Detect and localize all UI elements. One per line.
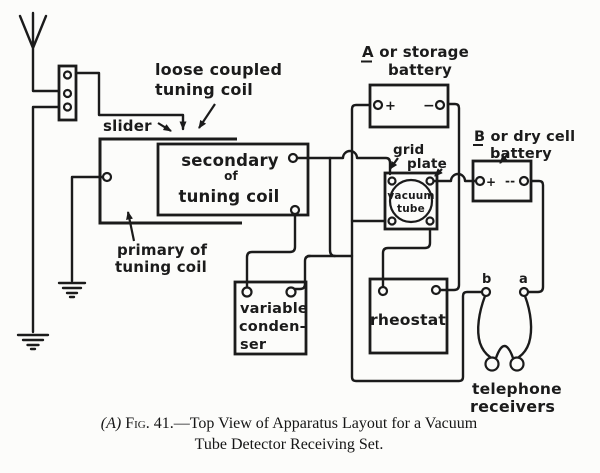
- grid-arrow-icon: [389, 157, 399, 170]
- slider-arrow-icon: [157, 122, 172, 132]
- phone-headband-arch: [494, 344, 515, 360]
- b-minus-to-phones-wire: [526, 179, 545, 294]
- a-battery-label-2: battery: [388, 61, 452, 79]
- a-battery-terminal-minus: [434, 99, 446, 111]
- telephone-label-2: receivers: [470, 397, 555, 416]
- b-plus-sign: +: [486, 175, 496, 189]
- b-battery-arrow-icon: [499, 153, 509, 164]
- loose-coupled-label-2: tuning coil: [155, 80, 253, 99]
- a-minus-to-rheostat-wire: [438, 102, 461, 292]
- secondary-label-1: secondary: [181, 151, 279, 170]
- vacuum-tube-label-1: vacuum: [387, 190, 434, 202]
- b-minus-sign: --: [505, 174, 515, 188]
- vacuum-tube-bulb: [388, 178, 434, 224]
- condenser-terminal-left: [241, 286, 253, 298]
- phone-terminal-a-post: [518, 286, 530, 298]
- aerial-to-slider-wire: [74, 71, 187, 131]
- secondary-terminal-top: [287, 152, 299, 164]
- caption-fig-label: Fig. 41.: [125, 415, 174, 432]
- primary-terminal: [101, 171, 113, 183]
- secondary-coil-box: [156, 142, 310, 217]
- primary-coil-outline: [98, 137, 242, 225]
- plate-label: plate: [407, 156, 447, 172]
- condenser-label-2: conden-: [239, 319, 306, 335]
- phone-terminal-b-label: b: [482, 272, 492, 287]
- rheostat-terminal-right: [430, 284, 442, 296]
- phone-cord-left: [477, 294, 492, 359]
- phone-terminal-b-post: [480, 286, 492, 298]
- slider-label: slider: [103, 117, 152, 135]
- primary-coil-box: [98, 137, 242, 225]
- condenser-terminal-right: [285, 286, 297, 298]
- grid-label: grid: [393, 142, 424, 158]
- primary-label-1: primary of: [117, 241, 208, 259]
- condenser-riser-wire: [292, 254, 312, 291]
- secondary-label-2: of: [224, 169, 238, 183]
- phone-cord-right: [517, 294, 533, 359]
- primary-ground-wire: [70, 175, 105, 283]
- a-minus-sign: −: [423, 98, 435, 114]
- ground-lead-wire: [31, 105, 61, 334]
- plate-arrow-icon: [434, 168, 443, 177]
- caption-title-line2: Tube Detector Receiving Set.: [194, 436, 384, 453]
- strip-post-2: [62, 88, 73, 99]
- figure-caption-line-1: (A) Fig. 41.—Top View of Apparatus Layou…: [0, 415, 578, 433]
- secondary-label-3: tuning coil: [179, 187, 280, 206]
- strip-post-3: [62, 102, 73, 112]
- condenser-label-3: ser: [240, 337, 267, 353]
- b-battery-terminal-minus: [518, 175, 530, 187]
- ground-symbol-primary: [57, 281, 87, 299]
- b-battery-label-2: battery: [490, 146, 552, 162]
- rheostat-terminal-left: [377, 285, 389, 297]
- grid-return-branch-wire: [328, 156, 337, 258]
- tube-filament-terminal-right: [425, 216, 435, 226]
- a-plus-filament-rail-wire: [350, 103, 484, 383]
- antenna-icon: [18, 11, 61, 93]
- phone-earpiece-right: [509, 356, 525, 372]
- b-battery-label-1: B or dry cell: [474, 129, 575, 145]
- tube-filament-terminal-left: [387, 216, 397, 226]
- figure-caption-line-2: Tube Detector Receiving Set.: [0, 436, 578, 454]
- tube-plate-terminal: [425, 176, 435, 186]
- ground-symbol-antenna: [16, 333, 50, 351]
- b-battery-terminal-plus: [474, 175, 486, 187]
- caption-title: —Top View of Apparatus Layout for a Vacu…: [173, 415, 478, 432]
- plate-to-b-battery-wire: [432, 172, 478, 183]
- vacuum-tube-label-2: tube: [397, 203, 425, 215]
- strip-post-1: [62, 70, 73, 80]
- a-plus-sign: +: [385, 99, 396, 114]
- secondary-terminal-bottom: [289, 204, 301, 216]
- phone-earpiece-left: [484, 356, 500, 372]
- primary-label-2: tuning coil: [115, 258, 207, 276]
- a-battery-label-1: A or storage: [362, 43, 469, 61]
- phone-terminal-a-label: a: [519, 272, 528, 287]
- loose-coupled-arrow-icon: [198, 103, 216, 129]
- loose-coupled-label-1: loose coupled: [155, 60, 282, 79]
- caption-index: (A): [100, 415, 122, 432]
- rheostat-label: rheostat: [370, 311, 446, 329]
- a-battery-terminal-plus: [372, 99, 384, 111]
- secondary-to-condenser-wire: [245, 212, 297, 289]
- secondary-to-grid-wire: [295, 149, 392, 176]
- tube-to-rheostat-wire: [381, 227, 432, 289]
- condenser-label-1: variable: [240, 301, 308, 317]
- tube-grid-terminal: [387, 176, 397, 186]
- telephone-label-1: telephone: [472, 380, 562, 398]
- primary-arrow-icon: [126, 211, 136, 242]
